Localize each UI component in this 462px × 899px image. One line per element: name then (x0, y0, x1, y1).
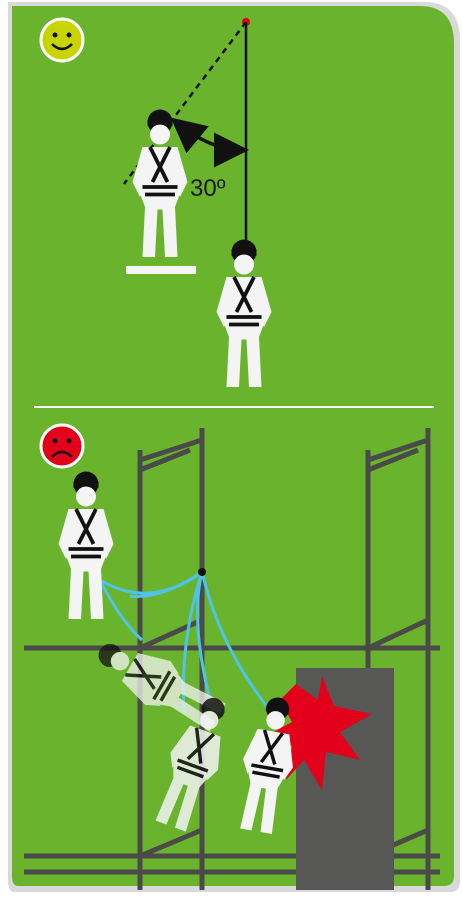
smiley-face-icon (41, 19, 83, 61)
platform (126, 266, 196, 274)
sad-face-icon (41, 425, 83, 467)
anchor-knot (198, 568, 206, 576)
angle-label: 30º (190, 175, 226, 202)
